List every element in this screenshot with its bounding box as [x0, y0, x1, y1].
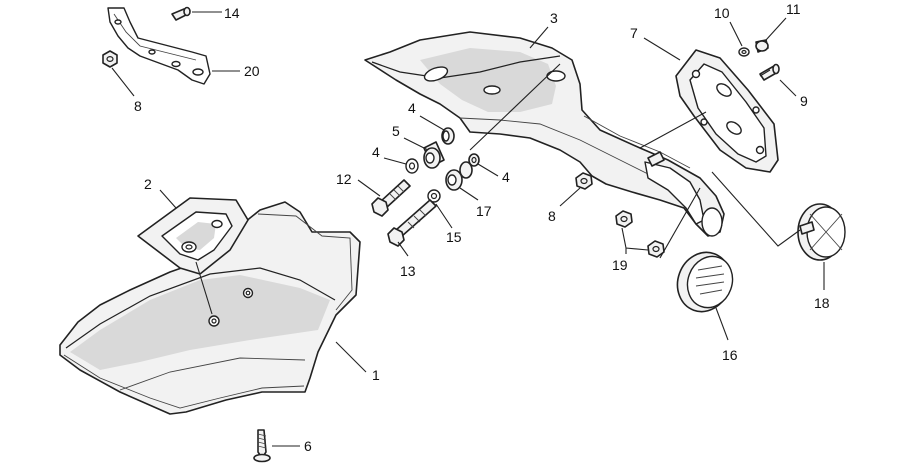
callout-1: 1 — [372, 367, 380, 383]
bolt-part-13 — [387, 199, 437, 247]
callout-6: 6 — [304, 438, 312, 454]
callout-labels: 1 2 3 4 4 4 5 6 7 8 8 9 10 11 12 13 14 1… — [134, 1, 830, 454]
leader-lines — [111, 11, 825, 447]
rear-support-part-3 — [364, 31, 725, 237]
callout-17: 17 — [476, 203, 492, 219]
callout-5: 5 — [392, 123, 400, 139]
bolt-part-12 — [371, 179, 411, 217]
washer-part-4-left — [405, 158, 419, 174]
plate-bracket-part-20 — [107, 7, 211, 85]
callout-18: 18 — [814, 295, 830, 311]
callout-14: 14 — [224, 5, 240, 21]
screw-part-9 — [759, 63, 780, 81]
bush-part-5 — [423, 141, 445, 169]
washer-part-10 — [738, 47, 750, 57]
callout-11: 11 — [786, 1, 801, 17]
callout-4-top: 4 — [408, 100, 416, 116]
screw-part-11 — [755, 39, 769, 53]
nut-part-19-upper — [615, 210, 633, 228]
washer-part-15 — [427, 189, 441, 203]
callout-20: 20 — [244, 63, 260, 79]
callout-3: 3 — [550, 10, 558, 26]
plate-light-part-18 — [797, 203, 846, 261]
spacer-part-4-right — [468, 153, 480, 167]
nut-part-8-left — [102, 50, 118, 68]
callout-9: 9 — [800, 93, 808, 109]
callout-15: 15 — [446, 229, 462, 245]
callout-16: 16 — [722, 347, 738, 363]
nut-part-8-center — [575, 172, 593, 190]
callout-8-center: 8 — [548, 208, 556, 224]
callout-7: 7 — [630, 25, 638, 41]
callout-2: 2 — [144, 176, 152, 192]
screw-part-6 — [253, 429, 271, 463]
callout-4-left: 4 — [372, 144, 380, 160]
callout-4-right: 4 — [502, 169, 510, 185]
callout-8-left: 8 — [134, 98, 142, 114]
spacer-part-4-top — [441, 127, 455, 145]
callout-12: 12 — [336, 171, 352, 187]
screw-part-14 — [171, 6, 191, 21]
plate-frame-part-7 — [675, 49, 779, 173]
reflector-holder-part-2 — [137, 197, 249, 275]
reflector-part-16 — [676, 251, 734, 313]
callout-13: 13 — [400, 263, 416, 279]
callout-19: 19 — [612, 257, 628, 273]
bush-part-17 — [445, 161, 473, 191]
callout-10: 10 — [714, 5, 730, 21]
